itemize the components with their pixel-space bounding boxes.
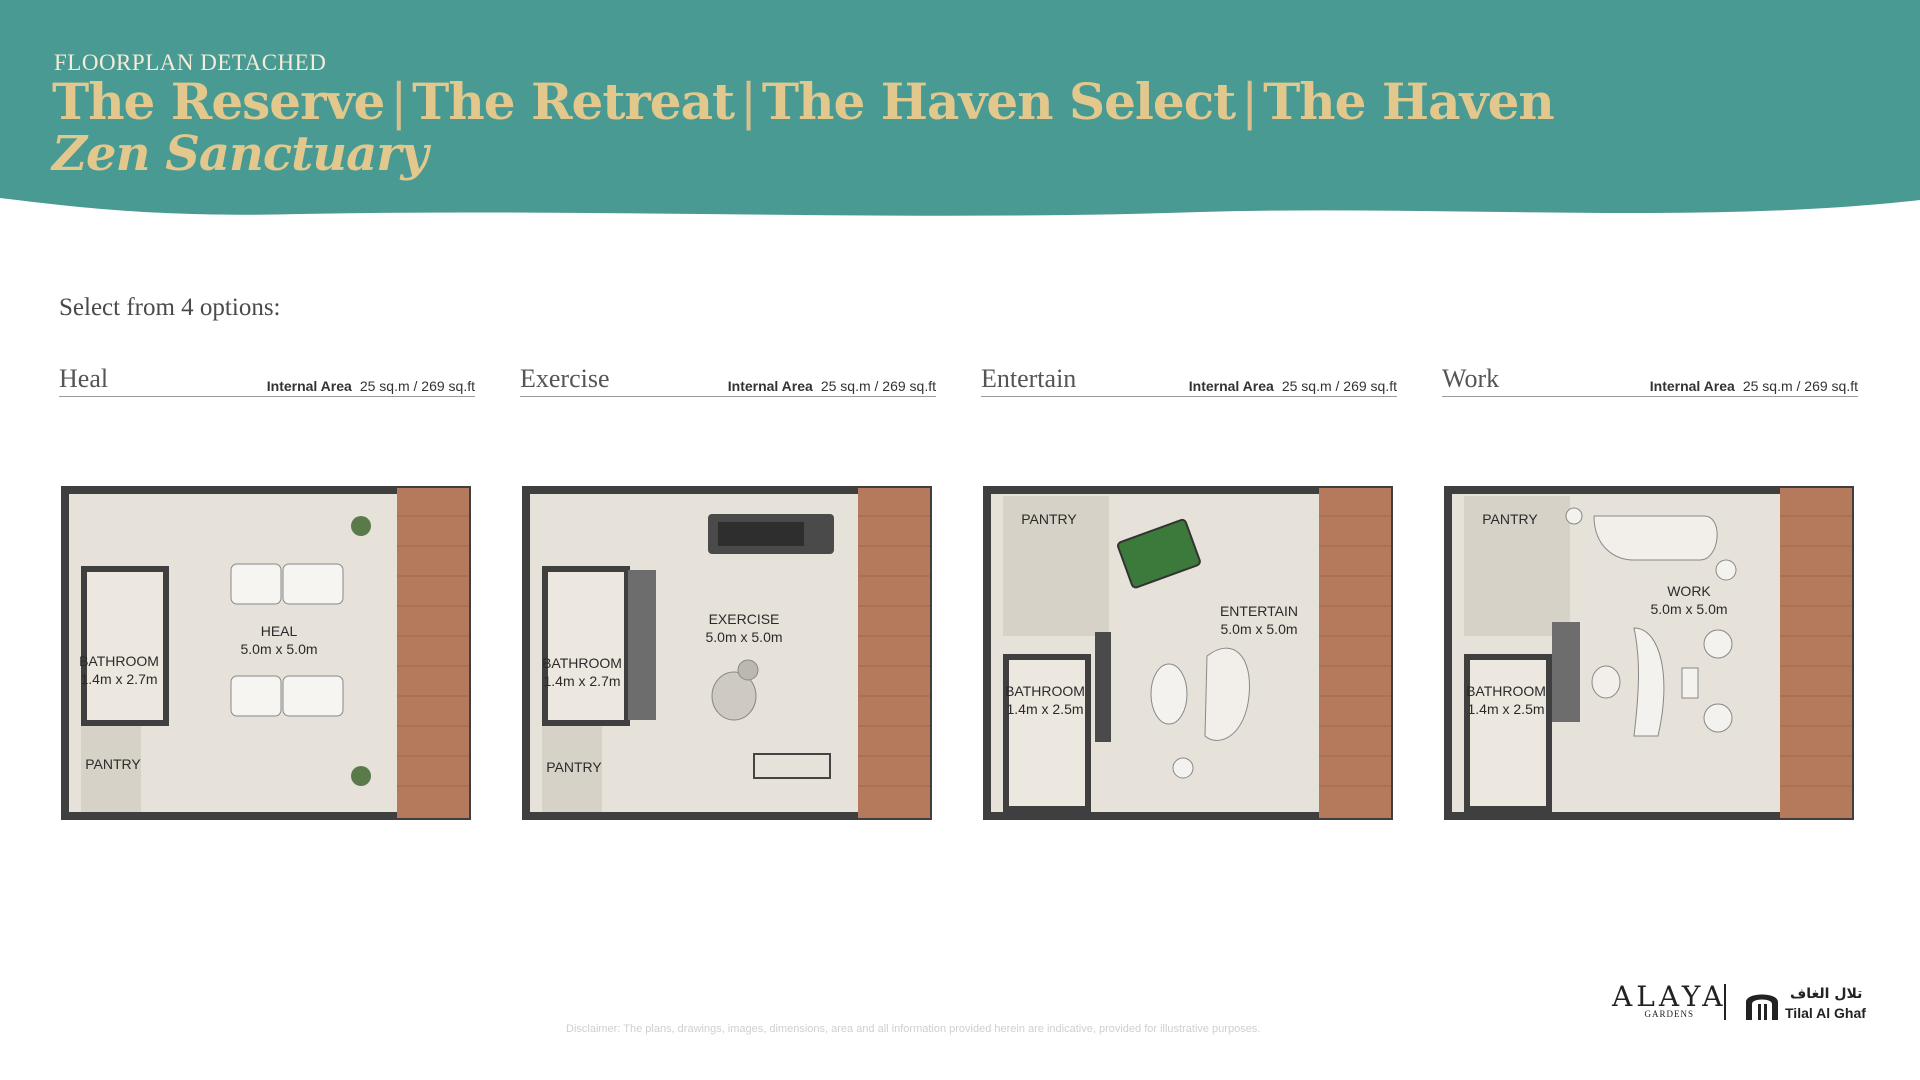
room-dims-bathroom: 1.4m x 2.5m	[1467, 701, 1544, 717]
floorplan-heal: HEAL 5.0m x 5.0m BATHROOM 1.4m x 2.7m PA…	[61, 486, 471, 820]
option-exercise: Exercise Internal Area 25 sq.m / 269 sq.f…	[520, 364, 936, 820]
room-label-pantry: PANTRY	[85, 756, 141, 772]
room-dims-main: 5.0m x 5.0m	[1220, 621, 1297, 637]
option-title: Entertain	[981, 364, 1077, 393]
room-label-pantry: PANTRY	[1021, 511, 1077, 527]
title-haven-select: The Haven Select	[761, 72, 1236, 131]
internal-area-value: 25 sq.m / 269 sq.ft	[1281, 378, 1397, 394]
tilal-arabic-name: تلال الغاف	[1790, 986, 1863, 1002]
room-label-pantry: PANTRY	[546, 759, 602, 775]
room-label-main: EXERCISE	[709, 611, 780, 627]
room-label-main: WORK	[1667, 583, 1711, 599]
disclaimer: Disclaimer: The plans, drawings, images,…	[566, 1023, 1261, 1035]
internal-area-label: Internal Area	[1188, 378, 1274, 394]
room-label-main: HEAL	[261, 623, 298, 639]
room-dims-main: 5.0m x 5.0m	[1650, 601, 1727, 617]
option-entertain: Entertain Internal Area 25 sq.m / 269 sq.…	[981, 364, 1397, 820]
room-dims-main: 5.0m x 5.0m	[240, 641, 317, 657]
room-dims-bathroom: 1.4m x 2.5m	[1006, 701, 1083, 717]
internal-area: Internal Area 25 sq.m / 269 sq.ft	[267, 378, 475, 394]
option-header: Exercise Internal Area 25 sq.m / 269 sq.f…	[520, 364, 936, 397]
title-separator: |	[1241, 73, 1258, 131]
room-dims-bathroom: 1.4m x 2.7m	[543, 673, 620, 689]
room-label-bathroom: BATHROOM	[1005, 683, 1085, 699]
subtitle: Zen Sanctuary	[52, 126, 428, 182]
internal-area-value: 25 sq.m / 269 sq.ft	[820, 378, 936, 394]
internal-area: Internal Area 25 sq.m / 269 sq.ft	[1650, 378, 1858, 394]
room-dims-main: 5.0m x 5.0m	[705, 629, 782, 645]
room-dims-bathroom: 1.4m x 2.7m	[80, 671, 157, 687]
internal-area-label: Internal Area	[727, 378, 813, 394]
alaya-logo: ALAYA GARDENS	[1612, 980, 1726, 1019]
room-label-main: ENTERTAIN	[1220, 603, 1298, 619]
room-label-bathroom: BATHROOM	[542, 655, 622, 671]
floorplan-work: WORK 5.0m x 5.0m BATHROOM 1.4m x 2.5m PA…	[1444, 486, 1854, 820]
room-label-pantry: PANTRY	[1482, 511, 1538, 527]
option-header: Heal Internal Area 25 sq.m / 269 sq.ft	[59, 364, 475, 397]
internal-area-label: Internal Area	[266, 378, 352, 394]
tilal-al-ghaf-icon	[1746, 994, 1778, 1020]
title-reserve: The Reserve	[52, 72, 385, 131]
internal-area-label: Internal Area	[1649, 378, 1735, 394]
title-separator: |	[740, 73, 757, 131]
option-title: Work	[1442, 364, 1500, 393]
option-title: Heal	[59, 364, 109, 393]
tilal-english-name: Tilal Al Ghaf	[1785, 1005, 1866, 1021]
alaya-wordmark: ALAYA	[1612, 980, 1727, 1013]
floorplan-entertain: ENTERTAIN 5.0m x 5.0m BATHROOM 1.4m x 2.…	[983, 486, 1393, 820]
header-banner: FLOORPLAN DETACHED The Reserve|The Retre…	[0, 0, 1920, 230]
internal-area: Internal Area 25 sq.m / 269 sq.ft	[1189, 378, 1397, 394]
internal-area-value: 25 sq.m / 269 sq.ft	[359, 378, 475, 394]
intro-text: Select from 4 options:	[59, 294, 281, 321]
option-header: Work Internal Area 25 sq.m / 269 sq.ft	[1442, 364, 1858, 397]
room-label-bathroom: BATHROOM	[79, 653, 159, 669]
internal-area: Internal Area 25 sq.m / 269 sq.ft	[728, 378, 936, 394]
eyebrow-label: FLOORPLAN DETACHED	[54, 50, 327, 75]
title-haven: The Haven	[1263, 72, 1555, 131]
alaya-subtitle: GARDENS	[1644, 1009, 1694, 1019]
logo-divider	[1724, 984, 1726, 1020]
title-retreat: The Retreat	[412, 72, 735, 131]
internal-area-value: 25 sq.m / 269 sq.ft	[1742, 378, 1858, 394]
floorplan-exercise: EXERCISE 5.0m x 5.0m BATHROOM 1.4m x 2.7…	[522, 486, 932, 820]
option-header: Entertain Internal Area 25 sq.m / 269 sq.…	[981, 364, 1397, 397]
headline: The Reserve|The Retreat|The Haven Select…	[52, 72, 1555, 131]
option-work: Work Internal Area 25 sq.m / 269 sq.ft WO…	[1442, 364, 1858, 820]
banner-wave-shape	[0, 0, 1920, 216]
option-heal: Heal Internal Area 25 sq.m / 269 sq.ft HE…	[59, 364, 475, 820]
room-label-bathroom: BATHROOM	[1466, 683, 1546, 699]
title-separator: |	[390, 73, 407, 131]
option-title: Exercise	[520, 364, 610, 393]
